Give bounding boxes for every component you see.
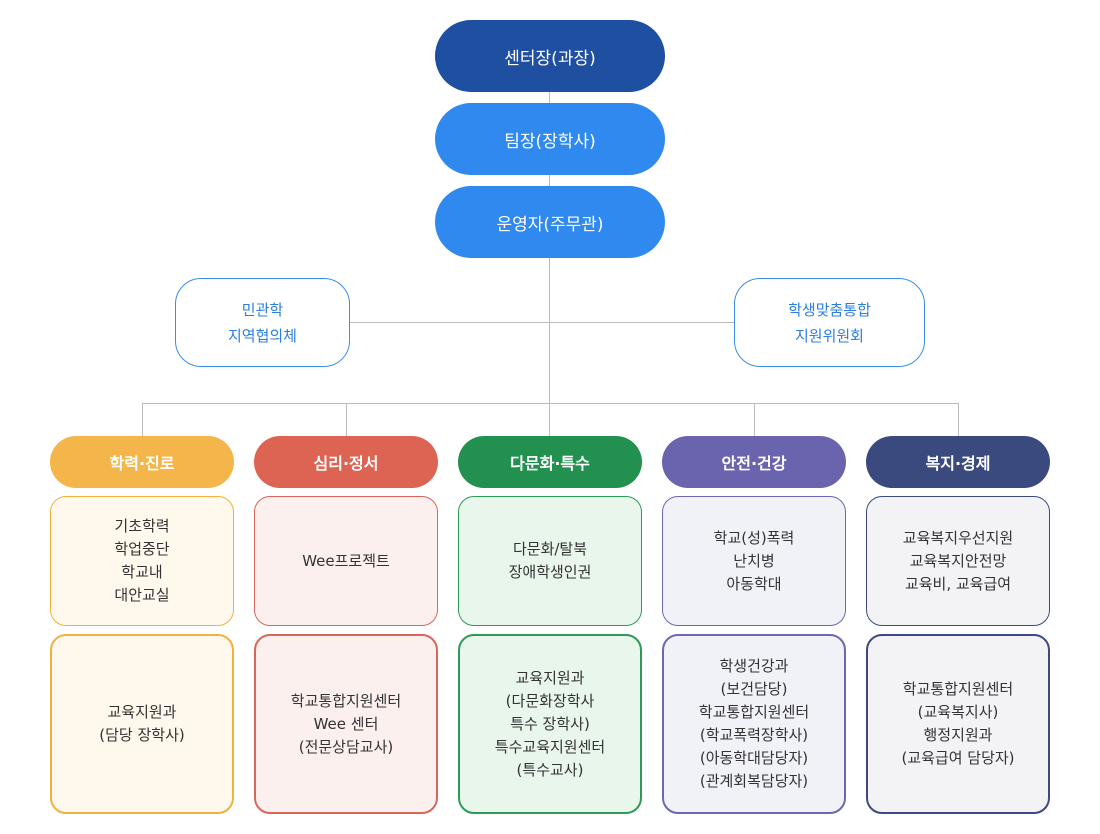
staff-item: (아동학대담당자) — [699, 749, 809, 767]
program-item: 학업중단 — [114, 540, 170, 558]
staff-item: Wee 센터 — [313, 714, 379, 733]
program-item: Wee프로젝트 — [302, 551, 390, 570]
staff-item: 학생건강과 — [719, 657, 789, 675]
staff-item: (학교폭력장학사) — [699, 726, 809, 744]
staff-item: 교육지원과 — [515, 668, 585, 687]
staff-item: 특수교육지원센터 — [494, 737, 606, 756]
staff-item: (교육급여 담당자) — [901, 749, 1015, 767]
program-box: 교육복지우선지원 교육복지안전망 교육비, 교육급여 — [866, 496, 1050, 626]
staff-box: 학생건강과 (보건담당) 학교통합지원센터 (학교폭력장학사) (아동학대담당자… — [662, 634, 846, 814]
staff-item: 교육지원과 — [107, 703, 177, 721]
category-header: 안전·건강 — [662, 436, 846, 488]
category-header: 심리·정서 — [254, 436, 438, 488]
staff-box: 학교통합지원센터 Wee 센터 (전문상담교사) — [254, 634, 438, 814]
advisory-left-line-2: 지역협의체 — [227, 326, 297, 345]
program-box: Wee프로젝트 — [254, 496, 438, 626]
category-header: 다문화·특수 — [458, 436, 642, 488]
advisory-right: 학생맞춤통합 지원위원회 — [734, 278, 925, 367]
staff-item: 특수 장학사) — [510, 714, 590, 733]
staff-item: (보건담당) — [720, 680, 788, 698]
staff-item: (교육복지사) — [917, 703, 999, 721]
branch-drop-1 — [142, 403, 143, 436]
program-item: 난치병 — [733, 551, 775, 570]
staff-box: 학교통합지원센터 (교육복지사) 행정지원과 (교육급여 담당자) — [866, 634, 1050, 814]
category-header: 학력·진로 — [50, 436, 234, 488]
program-item: 교육비, 교육급여 — [904, 574, 1012, 593]
vertical-trunk — [549, 92, 550, 436]
branch-drop-2 — [346, 403, 347, 436]
staff-item: (관계회복담당자) — [699, 772, 809, 790]
staff-box: 교육지원과 (다문화장학사 특수 장학사) 특수교육지원센터 (특수교사) — [458, 634, 642, 814]
operator-node: 운영자(주무관) — [435, 186, 665, 258]
program-item: 학교내 — [121, 563, 163, 581]
program-item: 기초학력 — [114, 517, 170, 535]
program-item: 장애학생인권 — [508, 563, 592, 581]
program-item: 교육복지안전망 — [909, 551, 1007, 570]
staff-item: (특수교사) — [516, 760, 584, 779]
advisory-left: 민관학 지역협의체 — [175, 278, 350, 367]
staff-item: 학교통합지원센터 — [290, 691, 402, 710]
branch-bar — [142, 403, 959, 404]
program-box: 기초학력 학업중단 학교내 대안교실 — [50, 496, 234, 626]
staff-item: 행정지원과 — [923, 726, 993, 744]
advisory-connector — [350, 322, 735, 323]
advisory-right-line-2: 지원위원회 — [794, 326, 864, 345]
program-item: 다문화/탈북 — [512, 540, 588, 558]
category-header: 복지·경제 — [866, 436, 1050, 488]
program-item: 대안교실 — [114, 586, 170, 604]
staff-item: (전문상담교사) — [298, 737, 394, 756]
program-box: 다문화/탈북 장애학생인권 — [458, 496, 642, 626]
program-item: 학교(성)폭력 — [713, 528, 795, 547]
program-box: 학교(성)폭력 난치병 아동학대 — [662, 496, 846, 626]
program-item: 아동학대 — [726, 574, 782, 593]
staff-item: 학교통합지원센터 — [902, 680, 1014, 698]
advisory-right-line-1: 학생맞춤통합 — [788, 300, 871, 319]
staff-item: 학교통합지원센터 — [698, 703, 810, 721]
head-node: 센터장(과장) — [435, 20, 665, 92]
staff-item: (담당 장학사) — [99, 726, 185, 744]
branch-drop-4 — [754, 403, 755, 436]
branch-drop-5 — [958, 403, 959, 436]
program-item: 교육복지우선지원 — [902, 528, 1014, 547]
team-lead-node: 팀장(장학사) — [435, 103, 665, 175]
staff-box: 교육지원과 (담당 장학사) — [50, 634, 234, 814]
staff-item: (다문화장학사 — [505, 691, 595, 710]
advisory-left-line-1: 민관학 — [241, 300, 284, 319]
